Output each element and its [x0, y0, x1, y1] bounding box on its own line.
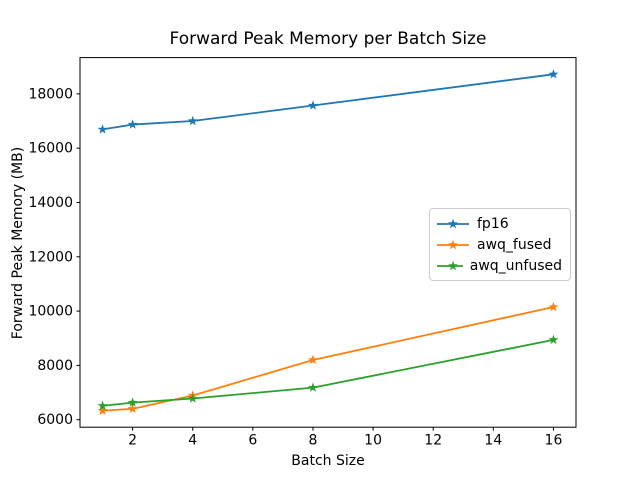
svg-text:8000: 8000 — [37, 358, 73, 374]
x-axis-label: Batch Size — [291, 453, 365, 469]
legend-line-sample-awq-unfused — [437, 260, 463, 270]
legend-line-sample-awq-fused — [437, 239, 469, 249]
svg-text:18000: 18000 — [28, 86, 73, 102]
svg-text:8: 8 — [309, 433, 318, 449]
legend-label-awq-unfused: awq_unfused — [469, 257, 562, 274]
legend-line-sample-fp16 — [437, 218, 469, 228]
legend-label-fp16: fp16 — [477, 215, 509, 232]
legend-entry-fp16: fp16 — [436, 213, 562, 234]
svg-text:16000: 16000 — [28, 141, 73, 157]
svg-text:12: 12 — [424, 433, 442, 449]
svg-text:10000: 10000 — [28, 304, 73, 320]
legend-entry-awq-fused: awq_fused — [436, 234, 562, 255]
svg-text:14000: 14000 — [28, 195, 73, 211]
svg-text:6000: 6000 — [37, 412, 73, 428]
svg-text:10: 10 — [364, 433, 382, 449]
svg-text:12000: 12000 — [28, 249, 73, 265]
y-axis-label: Forward Peak Memory (MB) — [10, 146, 26, 340]
svg-text:2: 2 — [128, 433, 137, 449]
svg-text:4: 4 — [188, 433, 197, 449]
svg-text:6: 6 — [248, 433, 257, 449]
chart-title: Forward Peak Memory per Batch Size — [169, 29, 487, 49]
svg-text:14: 14 — [484, 433, 502, 449]
legend-label-awq-fused: awq_fused — [477, 236, 552, 253]
svg-text:16: 16 — [545, 433, 563, 449]
legend-entry-awq-unfused: awq_unfused — [436, 255, 562, 276]
legend: fp16 awq_fused awq_unfused — [429, 208, 571, 281]
